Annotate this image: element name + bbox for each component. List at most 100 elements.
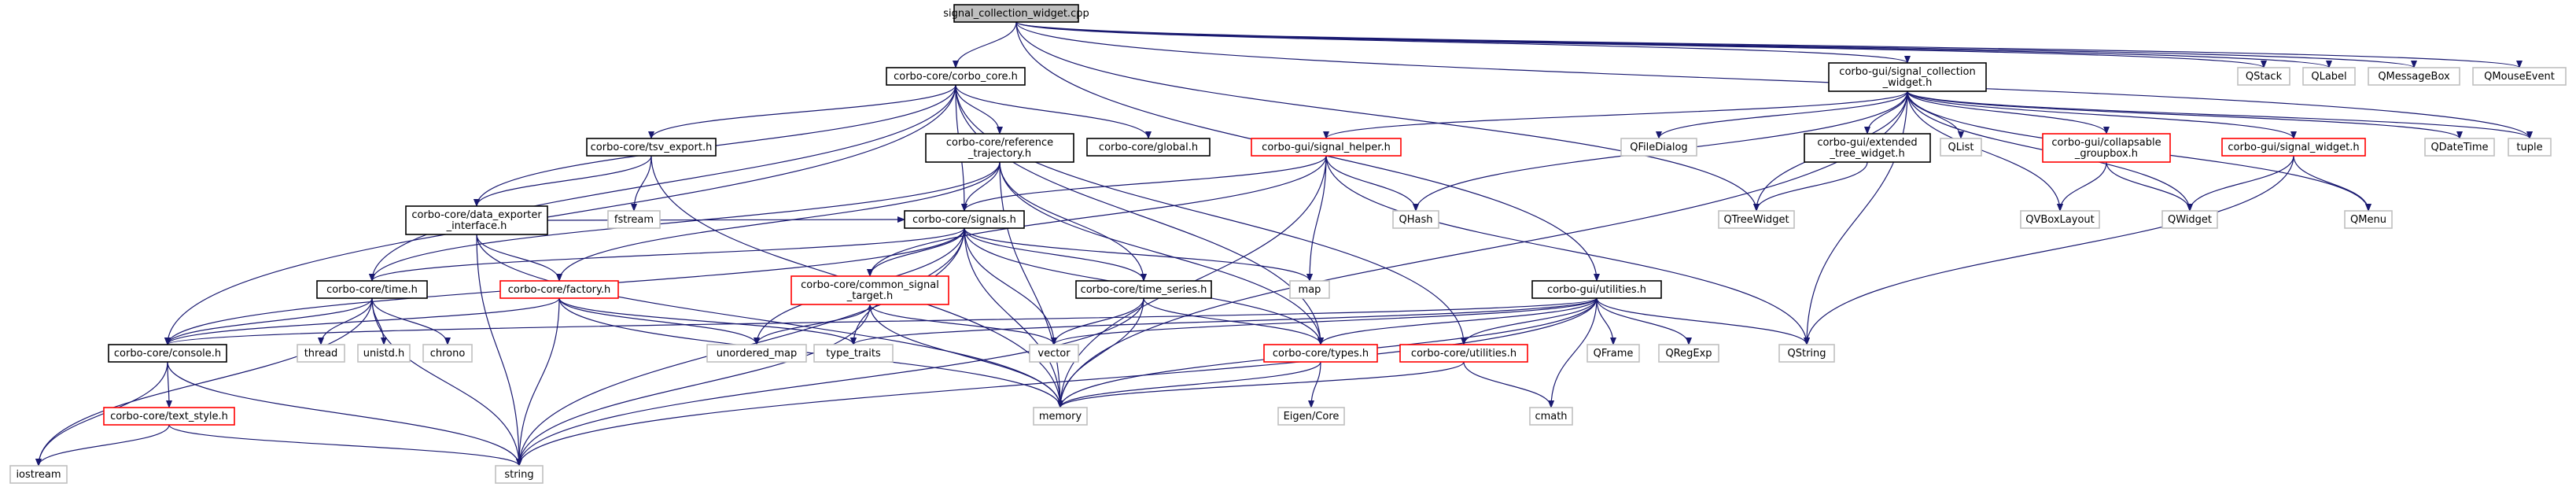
node-label-line: QList	[1948, 142, 1974, 153]
node-label-line: QLabel	[2311, 71, 2346, 83]
node-ext-tree[interactable]: corbo-gui/extended_tree_widget.h	[1804, 133, 1931, 163]
node-string: string	[495, 465, 544, 484]
node-factory[interactable]: corbo-core/factory.h	[499, 280, 619, 299]
node-label-line: memory	[1039, 411, 1082, 422]
node-label-line: corbo-core/types.h	[1273, 348, 1369, 360]
node-console[interactable]: corbo-core/console.h	[108, 344, 227, 363]
node-label-line: QDateTime	[2430, 142, 2488, 153]
node-global[interactable]: corbo-core/global.h	[1086, 138, 1211, 157]
node-label-line: QHash	[1399, 214, 1433, 226]
node-label-line: map	[1299, 284, 1321, 296]
node-text-style[interactable]: corbo-core/text_style.h	[103, 407, 235, 426]
include-edge-factory-to-string	[516, 297, 560, 467]
include-edge-common_signal-to-memory	[869, 304, 1063, 408]
node-iostream: iostream	[9, 465, 68, 484]
node-signal-widget[interactable]: corbo-gui/signal_widget.h	[2221, 138, 2366, 157]
include-edge-time-to-string	[371, 297, 522, 467]
node-label-line: _widget.h	[1882, 77, 1933, 89]
node-box	[1804, 133, 1931, 163]
include-edge-ref_traj-to-time_series	[999, 161, 1147, 282]
include-edge-factory-to-type_traits	[558, 297, 857, 345]
node-label-line: corbo-gui/signal_collection	[1839, 66, 1975, 78]
include-edge-signal_helper-to-signals	[961, 155, 1327, 212]
node-data-exporter[interactable]: corbo-core/data_exporter_interface.h	[405, 205, 548, 235]
node-map: map	[1289, 280, 1330, 299]
include-edge-types-to-eigen	[1308, 361, 1321, 408]
edge-layer	[35, 21, 2533, 467]
include-edge-gui_utilities-to-qregexp	[1596, 297, 1692, 345]
node-fstream: fstream	[607, 210, 661, 229]
node-label-line: corbo-core/corbo_core.h	[894, 71, 1018, 83]
node-box	[607, 210, 661, 229]
node-box	[1075, 280, 1212, 299]
include-edge-ref_traj-to-time	[369, 161, 1001, 282]
node-memory: memory	[1033, 407, 1088, 426]
node-box	[297, 344, 345, 363]
node-box	[316, 280, 428, 299]
include-edge-time_series-to-memory	[1057, 297, 1144, 408]
node-label-line: cmath	[1535, 411, 1567, 422]
node-label-line: corbo-core/console.h	[114, 348, 221, 360]
node-label-line: corbo-core/data_exporter	[411, 209, 542, 221]
include-edge-gui_scw-to-qdatetime	[1907, 90, 2463, 139]
include-edge-corbo_core-to-global	[955, 84, 1152, 139]
node-label-line: unordered_map	[717, 348, 798, 360]
node-label-line: thread	[304, 348, 338, 360]
node-time-series[interactable]: corbo-core/time_series.h	[1075, 280, 1212, 299]
node-box	[813, 344, 894, 363]
node-label-line: corbo-gui/utilities.h	[1547, 284, 1646, 296]
node-cmath: cmath	[1529, 407, 1573, 426]
node-box	[2472, 67, 2567, 86]
node-qmouseevent: QMouseEvent	[2472, 67, 2567, 86]
node-types[interactable]: corbo-core/types.h	[1263, 344, 1378, 363]
node-tsv-export[interactable]: corbo-core/tsv_export.h	[586, 138, 717, 157]
node-chrono: chrono	[422, 344, 473, 363]
node-box	[1658, 344, 1719, 363]
node-label-line: corbo-core/tsv_export.h	[591, 142, 713, 153]
include-edge-console-to-iostream	[35, 361, 168, 467]
node-ref-traj[interactable]: corbo-core/reference_trajectory.h	[925, 133, 1074, 163]
include-edge-tsv_export-to-data_exporter	[474, 155, 652, 207]
node-label-line: _target.h	[846, 290, 893, 302]
node-label-line: QTreeWidget	[1723, 214, 1789, 226]
node-label-line: _interface.h	[446, 220, 507, 232]
node-label-line: QMessageBox	[2378, 71, 2450, 83]
node-label-line: tuple	[2516, 142, 2542, 153]
include-edge-factory-to-unordered_map	[558, 297, 760, 345]
node-qtreewidget: QTreeWidget	[1718, 210, 1795, 229]
node-box	[2042, 133, 2171, 163]
node-box	[706, 344, 807, 363]
node-time[interactable]: corbo-core/time.h	[316, 280, 428, 299]
node-qvboxlayout: QVBoxLayout	[2020, 210, 2100, 229]
include-edge-root-to-tuple	[1015, 21, 2533, 139]
node-box	[1392, 210, 1439, 229]
include-edge-signal_helper-to-qstring	[1325, 155, 1810, 345]
node-collapsable[interactable]: corbo-gui/collapsable_groupbox.h	[2042, 133, 2171, 163]
node-qmenu: QMenu	[2344, 210, 2393, 229]
include-edge-common_signal-to-unordered_map	[754, 304, 871, 345]
node-label-line: corbo-core/signals.h	[912, 214, 1016, 226]
node-gui-scw[interactable]: corbo-gui/signal_collection_widget.h	[1828, 62, 1987, 92]
node-box	[1029, 344, 1079, 363]
include-edge-corbo_core-to-console	[164, 84, 956, 345]
node-box	[2344, 210, 2393, 229]
include-edge-collapsable-to-qwidget	[2106, 161, 2193, 212]
node-box	[953, 4, 1079, 23]
node-box	[586, 138, 717, 157]
node-corbo-core[interactable]: corbo-core/corbo_core.h	[886, 67, 1026, 86]
include-edge-gui_scw-to-signal_widget	[1907, 90, 2297, 139]
include-edge-time-to-iostream	[35, 297, 373, 467]
node-signals[interactable]: corbo-core/signals.h	[904, 210, 1025, 229]
node-box	[2424, 138, 2495, 157]
node-signal-helper[interactable]: corbo-gui/signal_helper.h	[1251, 138, 1402, 157]
node-qmessagebox: QMessageBox	[2368, 67, 2460, 86]
node-qfiledialog: QFileDialog	[1620, 138, 1697, 157]
node-root[interactable]: signal_collection_widget.cpp	[943, 4, 1089, 23]
node-label-line: corbo-core/time_series.h	[1081, 284, 1207, 296]
include-edge-gui_utilities-to-cmath	[1548, 297, 1598, 408]
node-core-utilities[interactable]: corbo-core/utilities.h	[1399, 344, 1528, 363]
node-gui-utilities[interactable]: corbo-gui/utilities.h	[1531, 280, 1662, 299]
include-edge-gui_scw-to-qstring	[1804, 90, 1908, 345]
include-edge-data_exporter-to-factory	[476, 234, 562, 282]
node-common-signal[interactable]: corbo-core/common_signal_target.h	[790, 275, 949, 305]
